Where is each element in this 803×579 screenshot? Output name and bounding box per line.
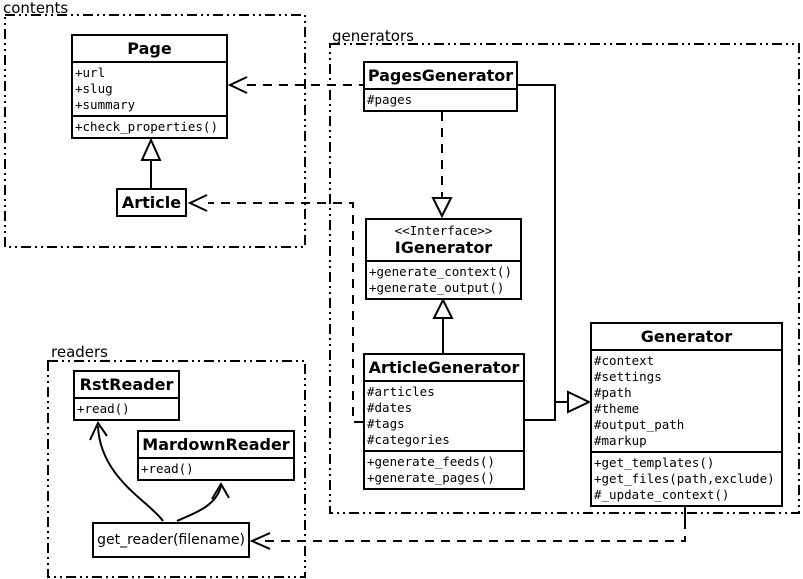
attribute: #output_path bbox=[594, 417, 685, 432]
attributes-section: #context #settings #path #theme #output_… bbox=[592, 349, 781, 451]
class-box-page: Page +url +slug +summary +check_properti… bbox=[71, 34, 228, 139]
class-title: IGenerator bbox=[394, 238, 493, 257]
class-title: RstReader bbox=[79, 375, 174, 394]
attribute: +slug bbox=[75, 81, 113, 96]
arrow-getreader-to-mardownreader bbox=[176, 482, 230, 522]
methods-section: +get_templates() +get_files(path,exclude… bbox=[592, 451, 781, 505]
class-box-mardownreader: MardownReader +read() bbox=[137, 430, 295, 481]
class-box-rstreader: RstReader +read() bbox=[73, 370, 180, 421]
method: +read() bbox=[141, 461, 194, 476]
attribute: +url bbox=[75, 65, 106, 80]
class-title: Article bbox=[121, 193, 182, 212]
methods-section: +read() bbox=[139, 457, 293, 479]
attribute: #tags bbox=[367, 416, 405, 431]
attribute: #dates bbox=[367, 400, 413, 415]
attribute: #categories bbox=[367, 432, 450, 447]
methods-section: +generate_context() +generate_output() bbox=[367, 260, 520, 298]
inheritance-article-to-page bbox=[140, 137, 162, 190]
class-box-generator: Generator #context #settings #path #them… bbox=[590, 322, 783, 507]
contents-package-label: contents bbox=[3, 0, 69, 17]
class-title: PagesGenerator bbox=[367, 66, 514, 85]
contents-package-border bbox=[4, 14, 306, 248]
dependency-pagesgenerator-to-page bbox=[227, 76, 363, 94]
inheritance-articlegenerator-to-igenerator bbox=[432, 297, 454, 353]
dependency-articlegenerator-to-article bbox=[187, 194, 363, 423]
attribute: #pages bbox=[367, 92, 413, 107]
attribute: #settings bbox=[594, 369, 662, 384]
realization-pagesgenerator-to-igenerator bbox=[431, 112, 453, 219]
class-title: ArticleGenerator bbox=[368, 358, 520, 377]
dependency-generator-to-getreader bbox=[249, 500, 686, 550]
inheritance-generators-to-generator bbox=[518, 84, 592, 421]
attributes-section: +url +slug +summary bbox=[73, 61, 226, 115]
method: +generate_pages() bbox=[367, 470, 495, 485]
method: +read() bbox=[77, 401, 130, 416]
methods-section: +check_properties() bbox=[73, 115, 226, 137]
attribute: #context bbox=[594, 353, 655, 368]
method: +generate_context() bbox=[369, 264, 512, 279]
method: +get_files(path,exclude) bbox=[594, 471, 775, 486]
attributes-section: #pages bbox=[365, 88, 516, 110]
function-box-get-reader: get_reader(filename) bbox=[92, 522, 250, 558]
method: +generate_feeds() bbox=[367, 454, 495, 469]
class-box-pagesgenerator: PagesGenerator #pages bbox=[363, 61, 518, 112]
method: +check_properties() bbox=[75, 119, 218, 134]
method: #_update_context() bbox=[594, 487, 730, 502]
class-stereotype: <<Interface>> bbox=[394, 223, 493, 238]
arrow-getreader-to-rstreader bbox=[89, 421, 164, 522]
generators-package-border bbox=[329, 43, 800, 514]
readers-package-label: readers bbox=[51, 343, 108, 361]
attribute: #articles bbox=[367, 384, 435, 399]
attribute: +summary bbox=[75, 97, 136, 112]
method: +generate_output() bbox=[369, 280, 505, 295]
methods-section: +read() bbox=[75, 397, 178, 419]
method: +get_templates() bbox=[594, 455, 715, 470]
attribute: #markup bbox=[594, 433, 647, 448]
class-box-igenerator: <<Interface>> IGenerator +generate_conte… bbox=[365, 218, 522, 300]
class-box-articlegenerator: ArticleGenerator #articles #dates #tags … bbox=[363, 353, 525, 490]
class-title: Generator bbox=[640, 327, 733, 346]
class-box-article: Article bbox=[116, 188, 187, 217]
readers-package-border bbox=[47, 360, 306, 578]
class-title: Page bbox=[127, 39, 172, 58]
function-label: get_reader(filename) bbox=[97, 532, 245, 548]
generators-package-label: generators bbox=[332, 27, 414, 45]
attributes-section: #articles #dates #tags #categories bbox=[365, 380, 523, 450]
class-title: MardownReader bbox=[142, 435, 290, 454]
attribute: #theme bbox=[594, 401, 640, 416]
attribute: #path bbox=[594, 385, 632, 400]
methods-section: +generate_feeds() +generate_pages() bbox=[365, 450, 523, 488]
